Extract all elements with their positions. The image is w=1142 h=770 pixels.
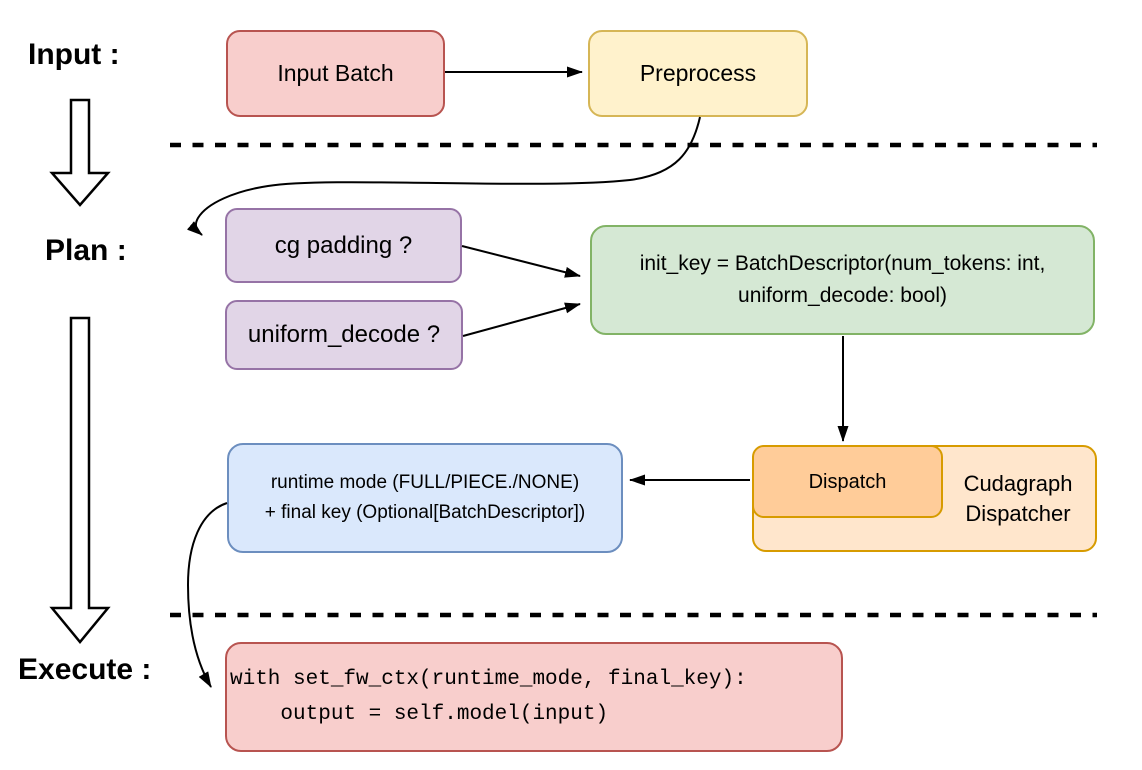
- input-to-plan-arrow: [49, 98, 111, 207]
- init-key-line2: uniform_decode: bool): [738, 284, 947, 307]
- plan-to-execute-arrow: [49, 316, 111, 644]
- dispatch-node: Dispatch: [752, 445, 943, 518]
- execute-section-label: Execute :: [18, 653, 152, 686]
- preprocess-label: Preprocess: [639, 59, 757, 86]
- cudagraph-dispatcher-label: Cudagraph Dispatcher: [941, 447, 1095, 550]
- arrow-cg-padding-to-init-key: [461, 245, 581, 278]
- init-key-node: init_key = BatchDescriptor(num_tokens: i…: [590, 225, 1095, 335]
- init-key-line1: init_key = BatchDescriptor(num_tokens: i…: [639, 252, 1046, 275]
- arrow-uniform-decode-to-init-key: [462, 302, 581, 337]
- arrow-runtime-mode-to-execute-code: [186, 502, 228, 688]
- uniform-decode-node: uniform_decode ?: [225, 300, 463, 370]
- input-batch-label: Input Batch: [277, 59, 394, 86]
- runtime-mode-node: runtime mode (FULL/PIECE./NONE) + final …: [227, 443, 623, 553]
- execute-code-line2: output = self.model(input): [230, 703, 609, 726]
- runtime-mode-line2: + final key (Optional[BatchDescriptor]): [264, 502, 586, 523]
- preprocess-node: Preprocess: [588, 30, 808, 117]
- input-batch-node: Input Batch: [226, 30, 445, 117]
- cudagraph-line2: Dispatcher: [965, 500, 1071, 526]
- plan-section-label: Plan :: [45, 234, 127, 267]
- cg-padding-node: cg padding ?: [225, 208, 462, 283]
- cudagraph-line1: Cudagraph: [963, 470, 1073, 496]
- input-section-label: Input :: [28, 38, 120, 71]
- uniform-decode-label: uniform_decode ?: [247, 321, 441, 349]
- execute-code-line1: with set_fw_ctx(runtime_mode, final_key)…: [230, 668, 747, 691]
- runtime-mode-line1: runtime mode (FULL/PIECE./NONE): [270, 472, 580, 493]
- cg-padding-label: cg padding ?: [274, 231, 413, 259]
- execute-code-node: with set_fw_ctx(runtime_mode, final_key)…: [225, 642, 843, 752]
- dispatch-label: Dispatch: [808, 470, 887, 493]
